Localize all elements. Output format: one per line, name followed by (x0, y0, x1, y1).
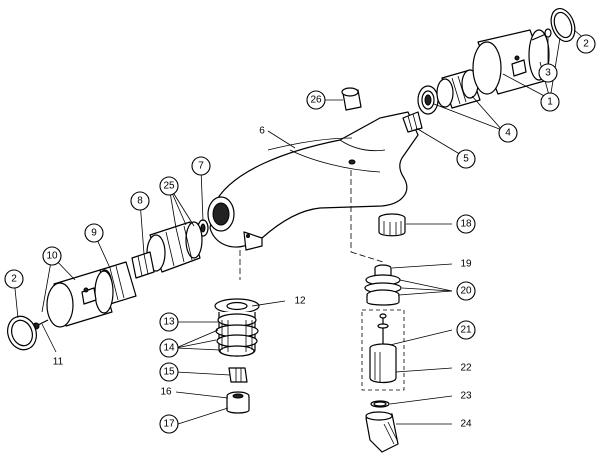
callout-18: 18 (456, 214, 476, 234)
part-3-screw (531, 28, 552, 41)
part-8-spindle (131, 251, 155, 279)
part-10-handle (46, 269, 114, 328)
callout-2-right: 2 (576, 34, 596, 54)
part-21-22-diverter-box (361, 309, 405, 391)
label-11: 11 (53, 357, 64, 368)
part-2-cap-right (550, 7, 576, 43)
svg-text:2: 2 (11, 274, 17, 285)
callout-4: 4 (498, 123, 518, 143)
label-22: 22 (460, 363, 472, 374)
svg-text:10: 10 (46, 251, 58, 262)
part-19-20-diverter (364, 264, 402, 306)
svg-text:8: 8 (137, 196, 143, 207)
mixer-body (207, 111, 419, 251)
callout-1: 1 (540, 92, 560, 112)
callout-26: 26 (306, 90, 326, 110)
svg-text:9: 9 (91, 228, 97, 239)
label-19: 19 (460, 259, 472, 270)
part-1-handle (472, 29, 550, 95)
callout-2-left: 2 (4, 269, 24, 289)
svg-text:4: 4 (505, 128, 511, 139)
svg-text:3: 3 (545, 68, 551, 79)
part-15-nut (228, 367, 248, 383)
part-25-cartridge (146, 221, 203, 273)
svg-text:14: 14 (163, 343, 175, 354)
callout-15: 15 (159, 362, 179, 382)
part-24-outlet (365, 411, 399, 453)
part-16-17-nut (226, 391, 250, 414)
svg-text:15: 15 (163, 367, 175, 378)
callout-17: 17 (159, 414, 179, 434)
svg-text:13: 13 (163, 317, 175, 328)
svg-text:7: 7 (198, 161, 204, 172)
callout-21: 21 (456, 320, 476, 340)
label-23: 23 (460, 391, 472, 402)
part-2-cap-left (7, 315, 37, 351)
label-6: 6 (259, 126, 265, 137)
callout-13: 13 (159, 312, 179, 332)
svg-text:21: 21 (460, 325, 472, 336)
svg-text:18: 18 (460, 219, 472, 230)
label-24: 24 (460, 419, 472, 430)
label-12: 12 (294, 296, 306, 307)
callout-20: 20 (456, 281, 476, 301)
callout-7: 7 (191, 156, 211, 176)
svg-text:2: 2 (583, 39, 589, 50)
part-5-spindle (402, 111, 423, 133)
part-18-aerator (378, 213, 406, 237)
svg-text:5: 5 (463, 154, 469, 165)
svg-text:26: 26 (310, 95, 322, 106)
callout-8: 8 (130, 191, 150, 211)
callout-3: 3 (538, 63, 558, 83)
part-4-ring (417, 85, 439, 115)
part-26-cap (341, 87, 362, 111)
part-12-13-14-waste (214, 298, 260, 357)
callout-14: 14 (159, 338, 179, 358)
callout-25: 25 (159, 176, 179, 196)
part-23-ring (370, 400, 390, 408)
callout-5: 5 (456, 149, 476, 169)
svg-text:25: 25 (163, 181, 175, 192)
part-4-cartridge (436, 69, 481, 109)
svg-text:1: 1 (547, 97, 553, 108)
callout-9: 9 (84, 223, 104, 243)
svg-text:20: 20 (460, 286, 472, 297)
callout-10: 10 (42, 246, 62, 266)
svg-text:17: 17 (163, 419, 175, 430)
label-16: 16 (160, 387, 172, 398)
